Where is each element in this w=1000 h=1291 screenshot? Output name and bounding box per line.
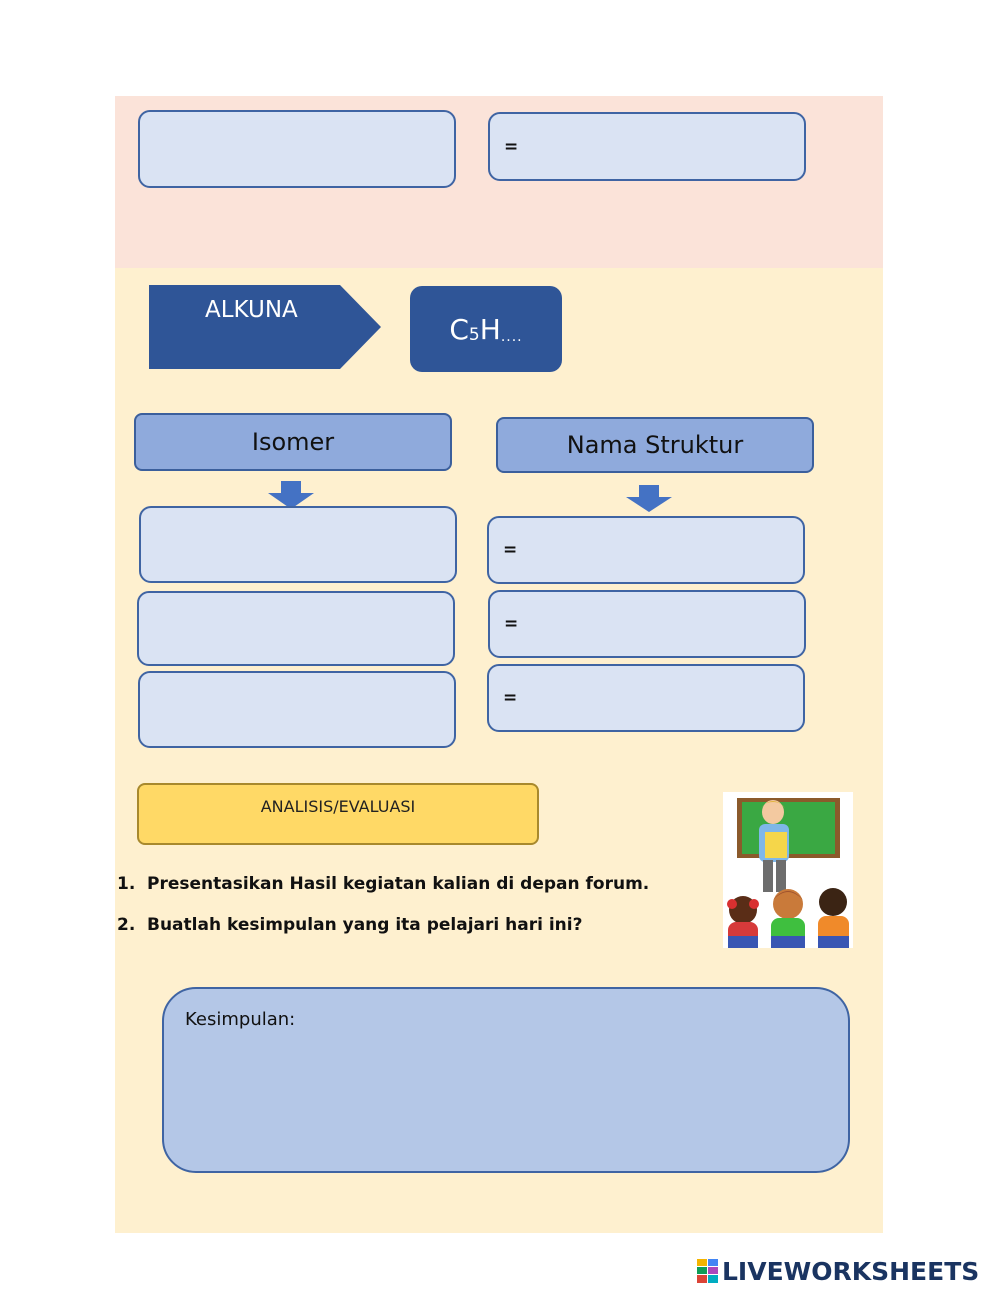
nama-struktur-answer-box-2[interactable]: = (488, 590, 806, 658)
isomer-answer-box-1[interactable] (139, 506, 457, 583)
brand-text: LIVEWORKSHEETS (722, 1256, 980, 1286)
equals-sign: = (504, 614, 519, 634)
nama-struktur-answer-box-1[interactable]: = (487, 516, 805, 584)
down-arrow-icon (268, 481, 314, 509)
kesimpulan-textarea[interactable]: Kesimpulan: (162, 987, 850, 1173)
teacher-presentation-icon (723, 792, 853, 948)
question-number: 2. (117, 915, 136, 935)
question-item: 2. Buatlah kesimpulan yang ita pelajari … (117, 915, 649, 956)
question-text: Buatlah kesimpulan yang ita pelajari har… (147, 915, 583, 935)
equals-sign: = (504, 136, 519, 157)
question-number: 1. (117, 874, 136, 894)
equals-sign: = (503, 688, 518, 708)
question-text: Presentasikan Hasil kegiatan kalian di d… (147, 874, 650, 894)
analisis-evaluasi-label: ANALISIS/EVALUASI (260, 797, 416, 816)
formula-carbon: C (449, 312, 469, 346)
formula-blank-dots: .... (500, 329, 523, 345)
top-answer-box-right[interactable]: = (488, 112, 806, 181)
analisis-evaluasi-banner: ANALISIS/EVALUASI (137, 783, 539, 845)
isomer-answer-box-3[interactable] (138, 671, 456, 748)
equals-sign: = (503, 540, 518, 560)
kesimpulan-label: Kesimpulan: (185, 1009, 296, 1030)
alkuna-chevron-shape (149, 285, 381, 369)
question-list: 1. Presentasikan Hasil kegiatan kalian d… (117, 874, 649, 956)
nama-struktur-answer-box-3[interactable]: = (487, 664, 805, 732)
question-item: 1. Presentasikan Hasil kegiatan kalian d… (117, 874, 649, 915)
alkuna-label: ALKUNA (205, 297, 298, 323)
top-answer-box-left[interactable] (138, 110, 456, 188)
down-arrow-icon (626, 485, 672, 512)
isomer-answer-box-2[interactable] (137, 591, 455, 666)
liveworksheets-logo-icon (697, 1259, 718, 1283)
formula-carbon-subscript: 5 (468, 325, 480, 345)
formula-hydrogen: H (479, 312, 501, 346)
isomer-header: Isomer (134, 413, 452, 471)
molecular-formula-box: C 5 H .... (410, 286, 562, 372)
liveworksheets-logo: LIVEWORKSHEETS (697, 1254, 979, 1288)
nama-struktur-header: Nama Struktur (496, 417, 814, 473)
